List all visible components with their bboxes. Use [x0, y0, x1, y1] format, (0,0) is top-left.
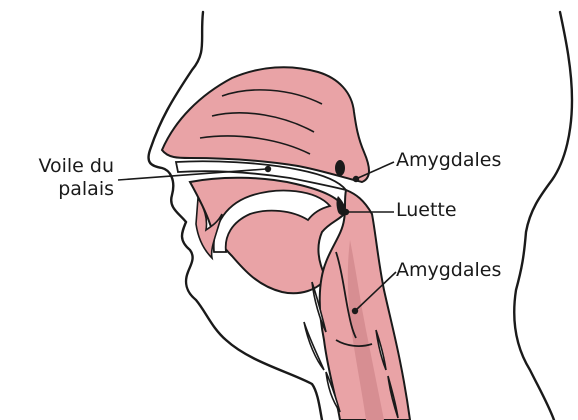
label-amygdales-lower: Amygdales [396, 259, 501, 282]
cartilage-ring-2 [304, 322, 324, 370]
neck-back-outline [514, 12, 572, 420]
tonsil-upper [335, 160, 345, 176]
leader-luette-dot [343, 209, 349, 215]
leader-amyg-upper-dot [353, 176, 359, 182]
label-luette: Luette [396, 199, 457, 222]
label-voile-du-palais: Voile du palais [38, 155, 114, 201]
label-voile-line2: palais [38, 178, 114, 201]
leader-voile-dot [265, 166, 271, 172]
leader-amyg-lower-dot [352, 308, 358, 314]
label-voile-line1: Voile du [38, 155, 114, 178]
label-amygdales-upper: Amygdales [396, 149, 501, 172]
